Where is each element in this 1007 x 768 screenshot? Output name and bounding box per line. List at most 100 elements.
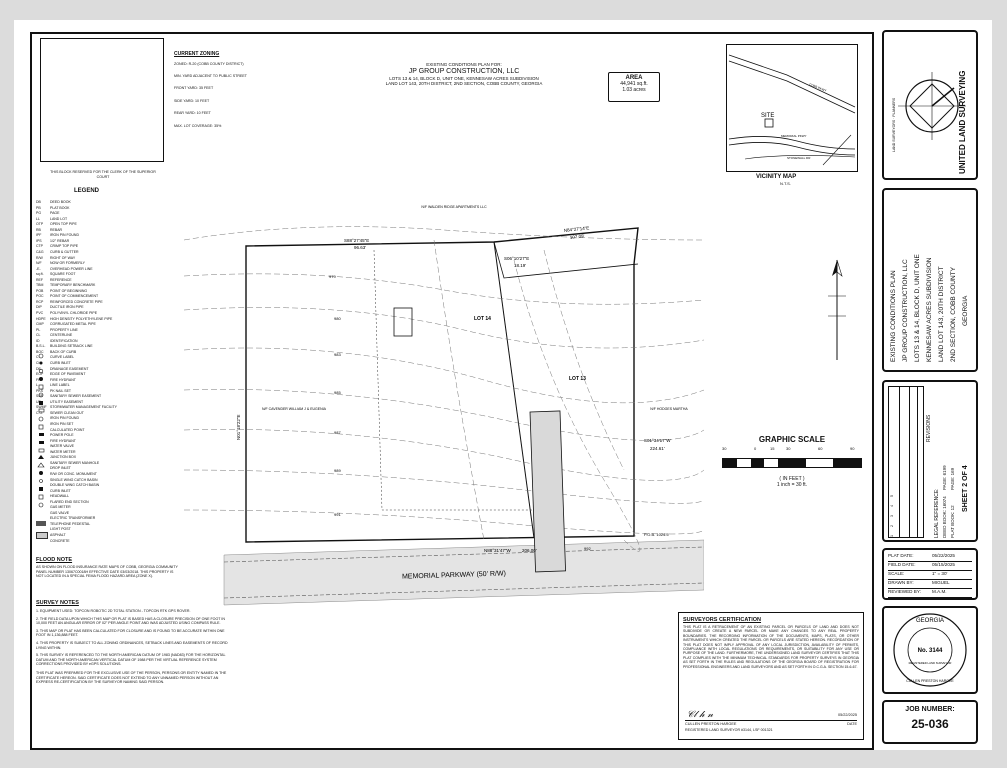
legend-abbrev: PVC xyxy=(36,311,44,315)
legend-abbrev: LL xyxy=(36,216,40,221)
bearing-label: S06°10'27"E xyxy=(504,256,529,261)
seal-title: REGISTERED LAND SURVEYOR xyxy=(909,661,952,665)
legend-description: STORMWATER MANAGEMENT FACILITY xyxy=(50,405,117,410)
company-sub: LAND SURVEYORS · PLANNERS xyxy=(892,97,896,152)
legend-abbrev: PG xyxy=(36,211,42,216)
legend-description: OVERHEAD POWER LINE xyxy=(50,266,93,271)
zoning-line: MAX. LOT COVERAGE: 35% xyxy=(174,124,222,128)
vicinity-map: SITE COBB PKWY MEMORIAL PKWY STONEWALL D… xyxy=(726,44,858,172)
right-of-way-line xyxy=(223,582,704,599)
legend-description: TEMPORARY BENCHMARK xyxy=(50,283,96,288)
info-row: PLAT DATE:05/22/2025 xyxy=(888,553,972,562)
legend-description: FIRE HYDRANT xyxy=(50,377,76,382)
legend-abbrev: L xyxy=(36,383,38,388)
certification-heading: SURVEYORS CERTIFICATION xyxy=(683,617,762,623)
legend-abbrev: C&G xyxy=(36,249,44,254)
title-block: EXISTING CONDITIONS PLAN JP GROUP CONSTR… xyxy=(882,188,978,372)
legend-description: DEED BOOK xyxy=(50,200,71,204)
bearing-label: N01°18'22"E xyxy=(236,414,241,440)
bearing-label: N88°31'47"W xyxy=(484,548,512,553)
seal-name: CULLEN PRESTON HARGEE xyxy=(906,679,954,683)
revisions-label: REVISIONS xyxy=(926,414,932,442)
legend-item: ASPHALT xyxy=(36,533,66,537)
distance-label: 107.09' xyxy=(570,233,585,240)
legend-description: 1/2" REBAR xyxy=(50,238,70,243)
legend-abbrev: CTP xyxy=(36,244,43,249)
title-block-line: EXISTING CONDITIONS PLAN xyxy=(890,270,897,362)
legend-description: TELEPHONE PEDESTAL xyxy=(50,521,91,526)
zoning-line: REAR YARD: 10 FEET xyxy=(174,111,211,115)
lot-line xyxy=(493,241,535,539)
zoning-line: SIDE YARD: 10 FEET xyxy=(174,99,210,103)
legend-description: HIGH DENSITY POLYETHYLENE PIPE xyxy=(50,316,113,321)
company-name: UNITED LAND SURVEYING xyxy=(958,70,967,174)
survey-note: 4. THIS PROPERTY IS SUBJECT TO ALL ZONIN… xyxy=(36,640,228,650)
vicinity-label: VICINITY MAP xyxy=(756,174,797,180)
legend-description: POLYVINYL CHLORIDE PIPE xyxy=(50,311,98,315)
legend-description: LIGHT POST xyxy=(50,527,71,532)
surveyor-name: CULLEN PRESTON HARGEE xyxy=(685,722,737,726)
area-box: AREA 44,941 sq.ft. 1.03 acres xyxy=(608,72,660,102)
title-block-line: KENNESAW ACRES SUBDIVISION xyxy=(926,257,933,362)
legal-label: LEGAL REFERENCE: xyxy=(934,488,940,538)
legend-abbrev: PL xyxy=(36,327,41,332)
legend-abbrev: BOC xyxy=(36,349,44,354)
surveyor-seal: GEORGIA No. 3144 CULLEN PRESTON HARGEE R… xyxy=(893,613,967,687)
flood-text: AS SHOWN ON FLOOD INSURANCE RATE MAPS OF… xyxy=(36,565,178,569)
legend-item: SANITARY SEWER MANHOLE xyxy=(36,461,99,465)
scale-ratio: 1 inch = 30 ft. xyxy=(776,482,808,488)
legend-description: IDENTIFICATION xyxy=(50,338,78,343)
owner-label: N/F WALDEN RIDGE APARTMENTS LLC xyxy=(421,205,487,209)
survey-disclaimer: THIS PLAT WAS PREPARED FOR THE EXCLUSIVE… xyxy=(36,670,227,685)
job-number: 25-036 xyxy=(911,717,949,731)
concrete-swatch xyxy=(36,532,48,539)
survey-note: 3. THIS MAP OR PLAT HAS BEEN CALCULATED … xyxy=(36,628,225,638)
vicinity-road xyxy=(728,142,856,156)
scale-tick: 60 xyxy=(818,446,823,451)
contour-label: 987 xyxy=(334,430,341,435)
flood-text: PANEL NUMBER 13067C0018H EFFECTIVE DATE … xyxy=(36,569,174,574)
lot-line xyxy=(493,241,639,279)
legend-description: R/W OR CONC. MONUMENT xyxy=(50,471,97,476)
info-label: DRAWN BY: xyxy=(888,580,914,585)
legend-description: REBAR xyxy=(50,227,63,232)
legend-description: CALCULATED POINT xyxy=(50,427,85,432)
scale-tick: 0 xyxy=(754,446,757,451)
flood-heading: FLOOD NOTE xyxy=(36,557,73,563)
bearing-label: S01°34'17"W xyxy=(644,438,671,443)
legend-item: PG PAGE xyxy=(36,211,59,215)
legend-abbrev: C xyxy=(36,355,39,360)
legend-item: TBM TEMPORARY BENCHMARK xyxy=(36,283,95,287)
scale-bar xyxy=(722,458,862,468)
legend-description: ASPHALT xyxy=(50,533,66,537)
legend-abbrev: POB xyxy=(36,288,44,293)
info-label: SCALE: xyxy=(888,571,905,576)
seal-block: GEORGIA No. 3144 CULLEN PRESTON HARGEE R… xyxy=(882,606,978,694)
legend-description: SINGLE WING CATCH BASIN xyxy=(50,477,98,482)
road-label: MEMORIAL PKWY xyxy=(781,134,807,138)
distance-label: 206.00' xyxy=(522,548,537,553)
legend-item: POWER POLE xyxy=(36,433,74,437)
signature-line xyxy=(685,720,857,721)
legend-description: POWER POLE xyxy=(50,433,74,438)
legend-item: -E-OVERHEAD POWER LINE xyxy=(36,267,93,271)
vicinity-road xyxy=(822,134,852,166)
legend-abbrev: POC xyxy=(36,294,44,299)
legend-description: ELECTRIC TRANSFORMER xyxy=(50,516,96,521)
plat-page: PAGE: 169 xyxy=(950,467,955,490)
legend-description: PAGE xyxy=(50,211,60,216)
legend-abbrev: TBM xyxy=(36,283,44,288)
road-label: COBB PKWY xyxy=(809,82,827,93)
graphic-scale-heading: GRAPHIC SCALE xyxy=(758,435,826,444)
title-block-line: JP GROUP CONSTRUCTION, LLC xyxy=(902,259,909,362)
title-block-line: GEORGIA xyxy=(962,295,969,326)
